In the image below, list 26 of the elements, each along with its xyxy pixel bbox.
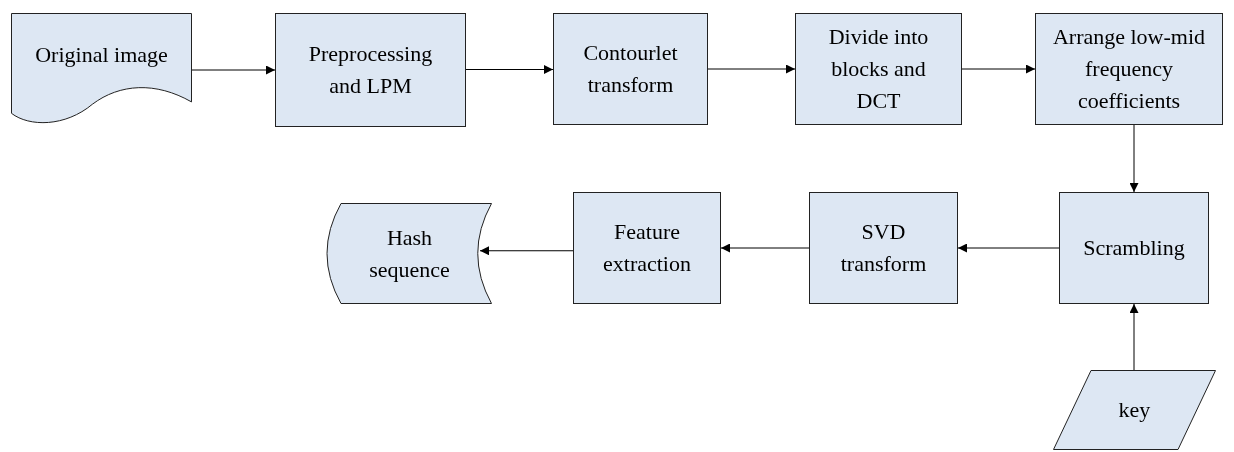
process-box xyxy=(1035,13,1223,125)
node-label: Hash sequence xyxy=(368,223,451,284)
arrow xyxy=(479,246,574,256)
node-label: key xyxy=(1118,396,1151,425)
process-box xyxy=(553,13,708,125)
arrow xyxy=(1129,124,1139,193)
process-box xyxy=(573,192,721,304)
node-label: Original image xyxy=(35,41,168,69)
arrow xyxy=(707,64,796,74)
node-label: Scrambling xyxy=(1083,234,1185,263)
node-label: Divide into blocks and DCT xyxy=(827,23,930,115)
process-box xyxy=(795,13,962,125)
arrow xyxy=(1129,303,1139,371)
arrow xyxy=(720,243,810,253)
arrow xyxy=(957,243,1060,253)
arrow xyxy=(191,65,276,75)
process-box xyxy=(809,192,958,304)
node-label: SVD transform xyxy=(839,218,928,278)
node-label: Contourlet transform xyxy=(582,39,679,99)
process-box xyxy=(275,13,466,127)
node-label: Arrange low-mid frequency coefficients xyxy=(1051,23,1207,115)
node-label: Preprocessing and LPM xyxy=(307,40,434,100)
arrow xyxy=(961,64,1036,74)
node-label: Feature extraction xyxy=(602,218,692,278)
arrow xyxy=(465,65,554,74)
process-box xyxy=(1059,192,1209,304)
